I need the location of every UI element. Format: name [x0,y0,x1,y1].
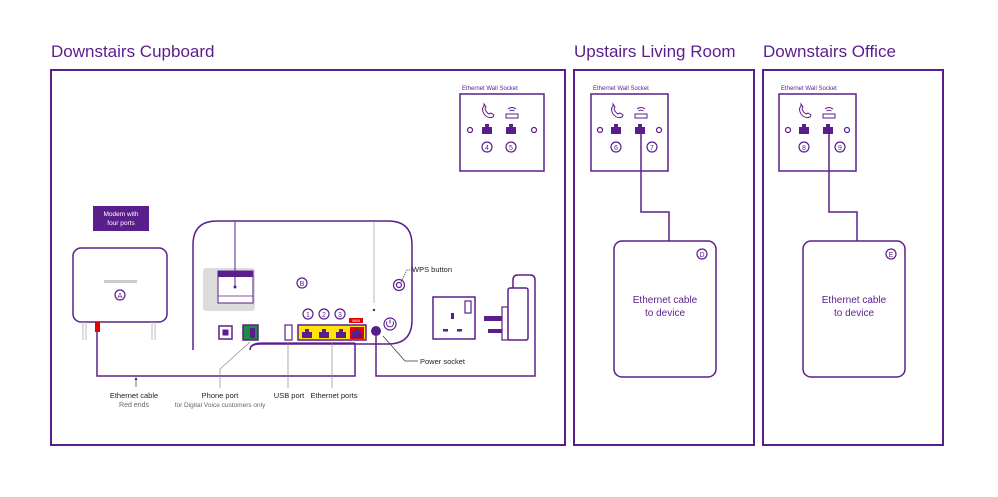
phone-icon [611,102,624,119]
ethernet-cable-sub: Red ends [119,402,149,409]
device-text-line1: Ethernet cable [633,295,698,306]
device-text-line2: to device [645,308,685,319]
router-icon [822,107,836,119]
wall-socket-3: Ethernet Wall Socket 8 9 [778,86,857,172]
wall-socket-label: Ethernet Wall Socket [462,86,518,92]
wall-outlet [432,296,476,340]
lan-port-number: 1 [306,312,310,319]
lan-port-number: 2 [322,312,326,319]
room-frame-downstairs-cupboard [50,69,566,446]
screw-icon [784,126,792,134]
phone-icon [799,102,812,119]
red-cable-end [95,322,100,332]
screw-icon [530,126,538,134]
port-number: 9 [838,145,842,152]
ethernet-port-icon [823,124,833,134]
modem-badge-line2: four ports [107,220,135,227]
modem-badge-line1: Modem with [103,211,138,218]
ethernet-ports-callout: Ethernet ports [310,391,357,400]
ethernet-port-icon [319,329,329,338]
wall-socket-1: Ethernet Wall Socket 4 5 [459,86,545,172]
power-socket-callout: Power socket [420,357,466,366]
ethernet-port-icon [482,124,492,134]
room-frame-upstairs-living-room [573,69,755,446]
ethernet-port-icon [506,124,516,134]
port-number: 7 [650,145,654,152]
wps-button-callout: WPS button [412,265,452,274]
router-b: B WAN 1 2 3 [192,220,413,351]
ethernet-port-icon [336,329,346,338]
wall-socket-label: Ethernet Wall Socket [781,86,837,92]
power-cable [375,274,536,377]
modem-marker: A [118,293,123,300]
port-number: 5 [509,145,513,152]
ethernet-port-icon [611,124,621,134]
screw-icon [466,126,474,134]
ethernet-cable-red-ends [96,332,356,377]
phone-socket [218,325,233,340]
wps-button-icon[interactable] [392,278,406,292]
device-e: E Ethernet cable to device [802,240,906,378]
lan-port-number: 3 [338,312,342,319]
port-number: 8 [802,145,806,152]
power-socket [371,326,381,336]
device-marker: D [699,252,704,259]
ethernet-cable-office [828,130,858,241]
wan-label-badge [349,318,363,323]
ethernet-port-icon [799,124,809,134]
ethernet-cable-callout: Ethernet cable [110,391,158,400]
screw-icon [843,126,851,134]
ethernet-port-icon [302,329,312,338]
power-leader [382,335,418,362]
modem-a: A [72,247,168,340]
phone-port-callout: Phone port [202,391,240,400]
wps-leader [400,269,412,283]
port-number: 6 [614,145,618,152]
usb-port [284,324,293,341]
wall-socket-2: Ethernet Wall Socket 6 7 [590,86,669,172]
room-title-downstairs-cupboard: Downstairs Cupboard [51,42,215,61]
phone-port-sub: for Digital Voice customers only [175,402,266,409]
router-icon [505,107,519,119]
ethernet-port-icon [635,124,645,134]
screw-icon [596,126,604,134]
router-marker: B [300,281,305,288]
device-text-line1: Ethernet cable [822,295,887,306]
phone-port-leader [219,341,251,388]
room-title-upstairs-living-room: Upstairs Living Room [574,42,736,61]
room-title-downstairs-office: Downstairs Office [763,42,896,61]
ethernet-ports-group [297,324,367,341]
room-frame-downstairs-office [762,69,944,446]
power-button-icon[interactable] [383,317,397,331]
power-plug [484,287,529,341]
modem-badge: Modem with four ports [93,206,149,231]
device-marker: E [889,252,894,259]
device-d: D Ethernet cable to device [613,240,717,378]
usb-port-callout: USB port [274,391,305,400]
wan-label: WAN [352,319,361,323]
port-number: 4 [485,145,489,152]
screw-icon [655,126,663,134]
phone-icon [482,102,495,119]
wall-socket-label: Ethernet Wall Socket [593,86,649,92]
device-text-line2: to device [834,308,874,319]
ethernet-cable-upstairs [640,130,670,241]
router-icon [634,107,648,119]
